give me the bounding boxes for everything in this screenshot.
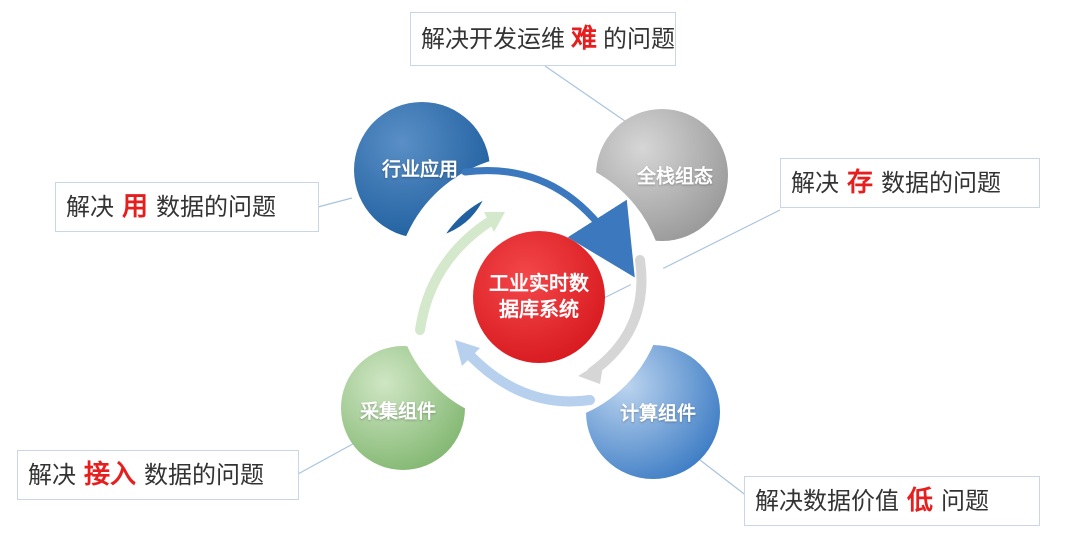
cycle-ring: [395, 155, 665, 425]
cycle-arrows: [415, 167, 647, 407]
callout-store-pre: 解决: [791, 169, 839, 197]
node-industry-app-label: 行业应用: [381, 158, 459, 181]
callout-value: 解决数据价值 低 问题: [744, 476, 1040, 526]
callout-store-emphasis: 存: [847, 168, 874, 198]
center-label-line2: 据库系统: [499, 297, 579, 321]
arrow-stack-head: [578, 360, 604, 384]
arrow-compute-to-collect: [460, 345, 595, 407]
connector-lines: [297, 65, 781, 501]
callout-access: 解决 接入 数据的问题: [17, 450, 299, 500]
callout-value-pre: 解决数据价值: [755, 487, 899, 515]
node-compute-label: 计算组件: [619, 402, 697, 425]
arrow-app-to-stack: [461, 167, 635, 278]
connector-devops: [544, 65, 636, 129]
callout-store-post: 数据的问题: [881, 169, 1002, 197]
callout-value-post: 问题: [941, 487, 990, 515]
callout-store: 解决 存 数据的问题: [780, 158, 1040, 208]
arrow-compute-head: [455, 340, 480, 366]
callout-access-pre: 解决: [28, 461, 76, 489]
center-label: 工业实时数 据库系统: [469, 270, 609, 322]
arrow-collect-to-app: [415, 215, 497, 335]
arrow-stack-to-compute: [587, 255, 647, 377]
center-label-line1: 工业实时数: [489, 271, 589, 295]
arrow-collect-head: [484, 212, 505, 232]
callout-use-emphasis: 用: [122, 192, 149, 222]
callout-access-emphasis: 接入: [84, 460, 137, 490]
callout-use: 解决 用 数据的问题: [55, 182, 319, 232]
callout-devops: 解决开发运维 难 的问题: [410, 12, 676, 66]
callout-devops-pre: 解决开发运维: [421, 25, 565, 53]
node-full-stack-label: 全栈组态: [636, 165, 714, 188]
callout-use-post: 数据的问题: [156, 193, 277, 221]
connector-store: [599, 209, 781, 301]
connector-access: [297, 439, 361, 475]
connector-value: [699, 459, 753, 501]
node-collect-label: 采集组件: [359, 400, 437, 423]
callout-devops-post: 的问题: [603, 25, 676, 53]
callout-access-post: 数据的问题: [144, 461, 265, 489]
callout-devops-emphasis: 难: [571, 24, 598, 54]
connector-use: [317, 197, 353, 208]
callout-use-pre: 解决: [66, 193, 114, 221]
callout-value-emphasis: 低: [907, 486, 934, 516]
center-circle: [473, 231, 605, 363]
